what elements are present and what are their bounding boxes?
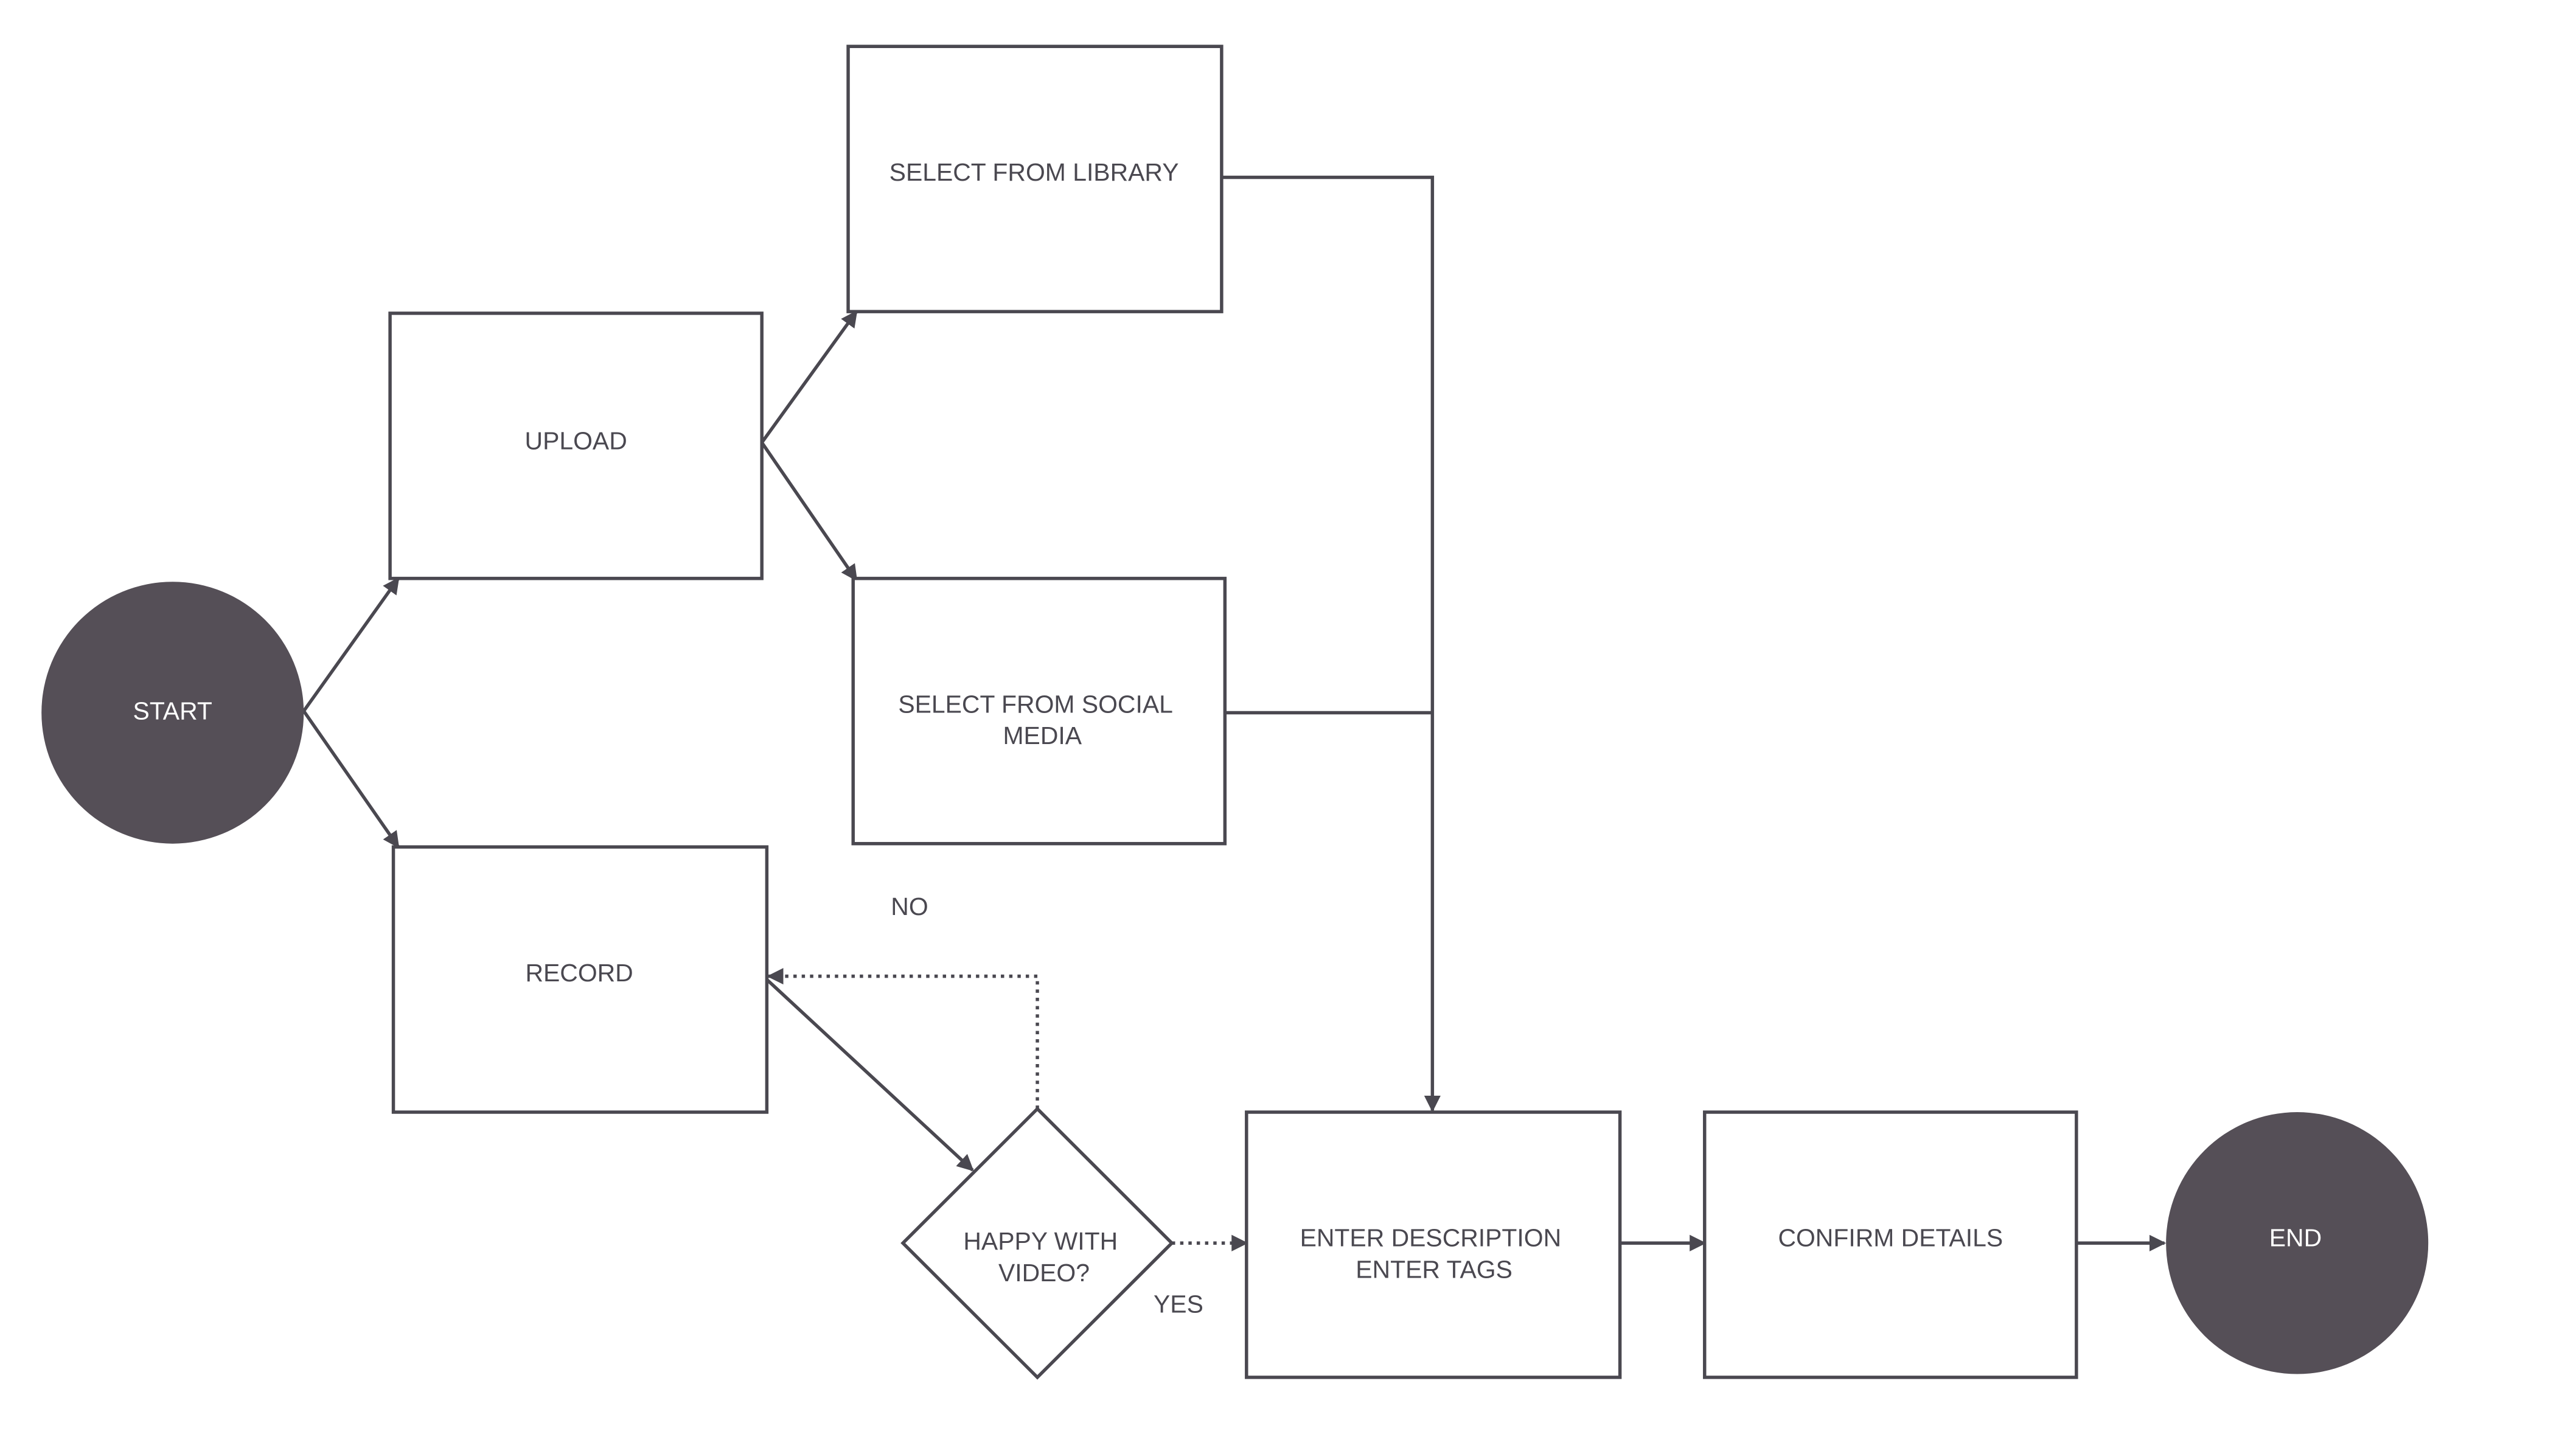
upload-box[interactable]: [388, 311, 764, 580]
happy-with-video-label-line-2: VIDEO?: [998, 1259, 1090, 1287]
confirm-details-label: CONFIRM DETAILS: [1778, 1224, 2003, 1252]
enter-description-label: ENTER DESCRIPTION ENTER TAGS: [1300, 1224, 1568, 1284]
nodes: [41, 44, 2429, 1380]
happy-with-video-label: HAPPY WITH VIDEO?: [963, 1227, 1124, 1287]
select-from-library-label: SELECT FROM LIBRARY: [889, 158, 1179, 186]
enter-description-box[interactable]: [1245, 1110, 1622, 1379]
edge-start-to-record: [302, 710, 400, 849]
select-from-social-media-label-line-2: MEDIA: [1003, 722, 1082, 750]
no-edge-label: NO: [891, 892, 928, 920]
confirm-details-box[interactable]: [1703, 1110, 2078, 1379]
edge-record-to-decision: [765, 978, 974, 1172]
select-from-social-media-label-line-1: SELECT FROM SOCIAL: [898, 690, 1173, 718]
edge-decision-no-to-record: [767, 968, 1039, 1109]
edge-start-to-upload: [302, 577, 400, 712]
edge-library-to-describe: [1221, 175, 1441, 1113]
edge-labels: NO YES: [891, 892, 1203, 1318]
enter-description-label-line-2: ENTER TAGS: [1356, 1255, 1513, 1283]
end-label: END: [2269, 1224, 2322, 1252]
record-label-line: RECORD: [525, 959, 633, 987]
select-from-social-media-label: SELECT FROM SOCIAL MEDIA: [898, 690, 1180, 750]
yes-edge-label: YES: [1154, 1290, 1203, 1318]
edges: [302, 175, 2167, 1251]
edge-upload-to-library: [760, 310, 858, 444]
upload-label-line: UPLOAD: [525, 426, 627, 454]
edge-upload-to-social: [760, 441, 858, 582]
select-from-library-label-line: SELECT FROM LIBRARY: [889, 158, 1179, 186]
node-labels: START UPLOAD RECORD SELECT FROM LIBRARY …: [133, 158, 2322, 1287]
record-label: RECORD: [525, 959, 633, 987]
happy-with-video-label-line-1: HAPPY WITH: [963, 1227, 1118, 1255]
select-from-social-media-box[interactable]: [851, 577, 1227, 846]
confirm-details-label-line: CONFIRM DETAILS: [1778, 1224, 2003, 1252]
happy-with-video-decision[interactable]: [900, 1106, 1174, 1380]
end-label-line: END: [2269, 1224, 2322, 1252]
upload-label: UPLOAD: [525, 426, 627, 454]
end-terminal[interactable]: [2166, 1112, 2429, 1374]
enter-description-label-line-1: ENTER DESCRIPTION: [1300, 1224, 1562, 1252]
start-label: START: [133, 697, 212, 725]
record-box[interactable]: [391, 845, 769, 1114]
select-from-library-box[interactable]: [846, 44, 1224, 313]
start-label-line: START: [133, 697, 212, 725]
start-terminal[interactable]: [41, 582, 304, 844]
